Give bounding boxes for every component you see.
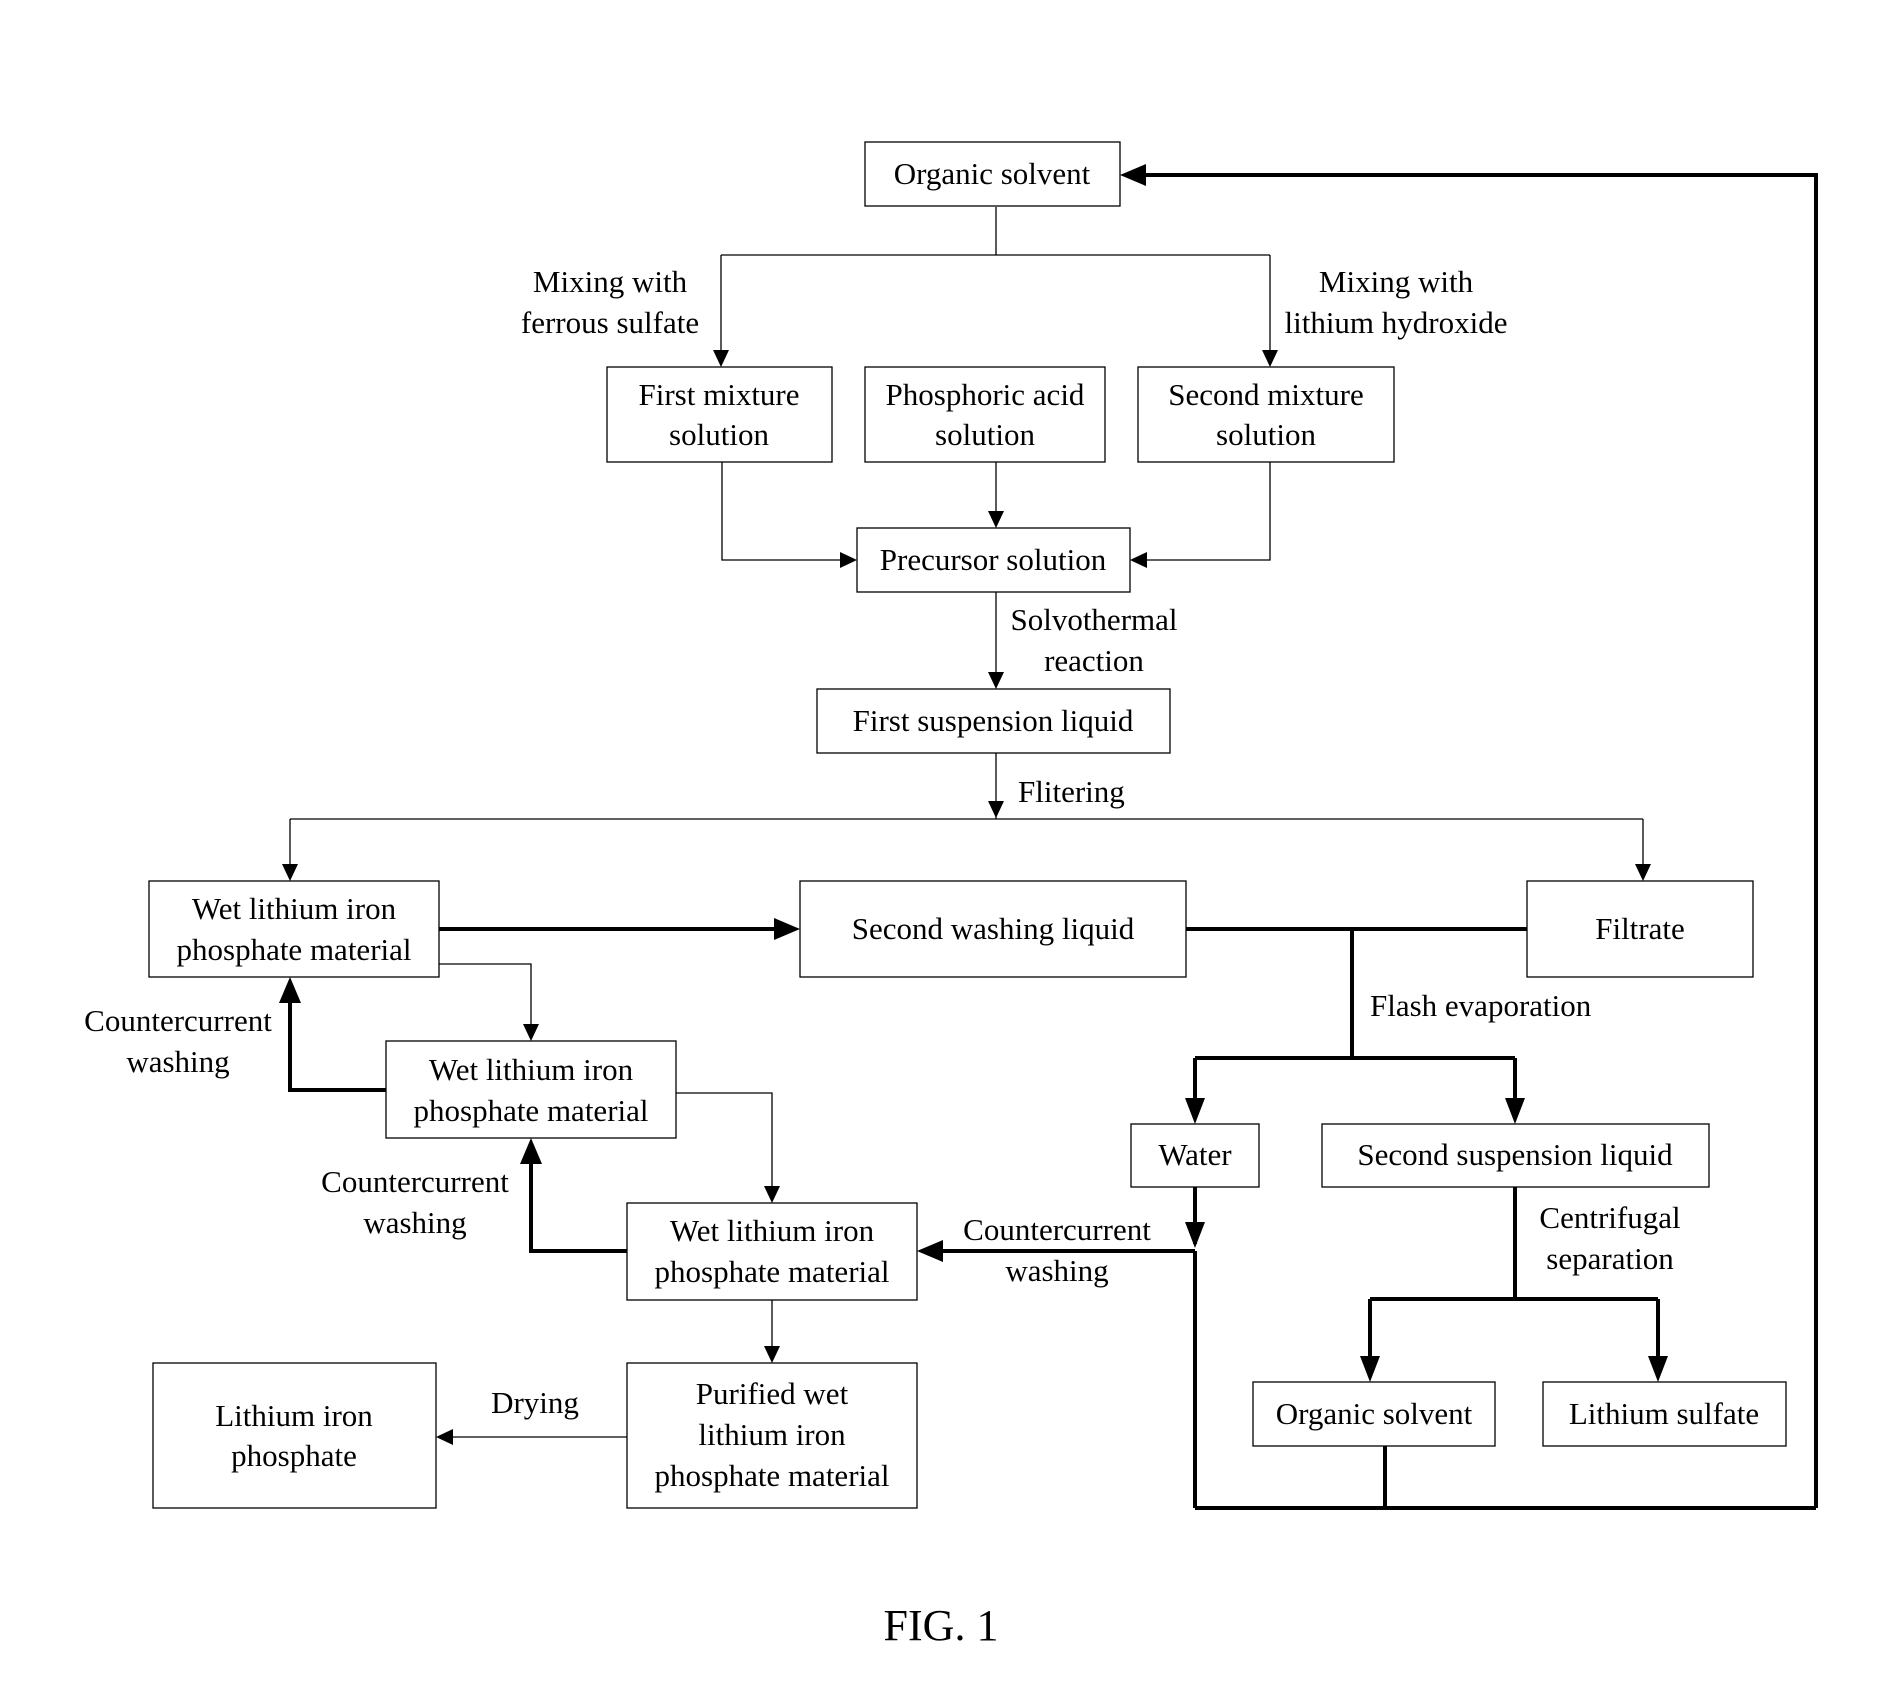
- svg-text:Filtrate: Filtrate: [1595, 911, 1685, 946]
- node-first-mixture-line-2: solution: [669, 417, 769, 452]
- node-wet-lfp-1: Wet lithium iron phosphate material: [149, 881, 439, 977]
- node-first-suspension-liquid: First suspension liquid: [817, 689, 1170, 753]
- label-mixing-ferrous: Mixing withferrous sulfate: [521, 264, 699, 340]
- svg-text:Second washing liquid: Second washing liquid: [852, 911, 1135, 946]
- arrowhead-lithium-sulfate: [1648, 1356, 1668, 1382]
- arrowhead-second-suspension: [1505, 1098, 1525, 1124]
- svg-text:Organic solvent: Organic solvent: [1276, 1396, 1473, 1431]
- node-organic-solvent-top-line-1: Organic solvent: [894, 156, 1091, 191]
- node-organic-solvent-bottom: Organic solvent: [1253, 1382, 1495, 1446]
- svg-text:Organic solvent: Organic solvent: [894, 156, 1091, 191]
- connector-wet-lfp-2-to-1: [290, 997, 386, 1090]
- arrowhead-water-junction: [1185, 1222, 1205, 1248]
- svg-text:Precursor solution: Precursor solution: [880, 542, 1107, 577]
- node-filtrate: Filtrate: [1527, 881, 1753, 977]
- arrowhead-wet-lfp-2: [523, 1024, 539, 1041]
- node-second-mixture-solution: Second mixture solution: [1138, 367, 1394, 462]
- node-phosphoric-acid-line-1: Phosphoric acid: [886, 377, 1085, 412]
- arrowhead-wet-lfp-2-up: [520, 1138, 542, 1164]
- connector-first-mixture-to-precursor: [722, 462, 845, 560]
- node-wet-lfp-2: Wet lithium iron phosphate material: [386, 1041, 676, 1138]
- node-second-washing-liquid: Second washing liquid: [800, 881, 1186, 977]
- node-precursor-line-1: Precursor solution: [880, 542, 1107, 577]
- arrowhead-organic-solvent-bottom: [1360, 1356, 1380, 1382]
- node-wet-lfp-2-line-2: phosphate material: [414, 1093, 649, 1128]
- node-wet-lfp-2-line-1: Wet lithium iron: [429, 1052, 634, 1087]
- arrowhead-first-mixture: [713, 350, 729, 367]
- node-filtrate-line-1: Filtrate: [1595, 911, 1685, 946]
- arrowhead-wet-lfp-1-up: [279, 977, 301, 1003]
- arrowhead-precursor-right: [1130, 552, 1147, 568]
- label-filtering: Flitering: [1018, 774, 1125, 809]
- figure-caption: FIG. 1: [884, 1601, 999, 1650]
- arrowhead-purified: [764, 1346, 780, 1363]
- node-second-washing-line-1: Second washing liquid: [852, 911, 1135, 946]
- node-purified-wet-lfp-line-2: lithium iron: [698, 1417, 846, 1452]
- label-countercurrent-1: Countercurrentwashing: [84, 1003, 272, 1079]
- node-first-mixture-line-1: First mixture: [638, 377, 799, 412]
- connector-wet-lfp-1-to-2: [439, 964, 531, 1029]
- arrowhead-second-mixture: [1262, 350, 1278, 367]
- svg-text:First suspension liquid: First suspension liquid: [853, 703, 1134, 738]
- svg-text:Lithium sulfate: Lithium sulfate: [1569, 1396, 1759, 1431]
- arrowhead-wet-lfp-1: [282, 864, 298, 881]
- node-lithium-sulfate: Lithium sulfate: [1543, 1382, 1786, 1446]
- connector-second-mixture-to-precursor: [1142, 462, 1270, 560]
- node-lithium-iron-phosphate-line-2: phosphate: [231, 1438, 357, 1473]
- svg-text:Water: Water: [1158, 1137, 1232, 1172]
- node-purified-wet-lfp-line-1: Purified wet: [696, 1376, 849, 1411]
- node-water-line-1: Water: [1158, 1137, 1232, 1172]
- arrowhead-water: [1185, 1098, 1205, 1124]
- node-organic-solvent-top: Organic solvent: [865, 142, 1120, 206]
- connector-wet-lfp-2-to-3: [676, 1093, 772, 1191]
- arrowhead-suspension: [988, 672, 1004, 689]
- svg-text:Second suspension liquid: Second suspension liquid: [1357, 1137, 1673, 1172]
- arrowhead-filtrate: [1635, 864, 1651, 881]
- node-water: Water: [1131, 1124, 1259, 1187]
- node-second-mixture-line-1: Second mixture: [1168, 377, 1363, 412]
- node-second-suspension-liquid: Second suspension liquid: [1322, 1124, 1709, 1187]
- arrowhead-organic-solvent-top: [1120, 164, 1146, 186]
- node-wet-lfp-1-line-1: Wet lithium iron: [192, 891, 397, 926]
- node-lithium-iron-phosphate: Lithium iron phosphate: [153, 1363, 436, 1508]
- node-phosphoric-acid-line-2: solution: [935, 417, 1035, 452]
- arrowhead-precursor-top: [988, 511, 1004, 528]
- node-first-mixture-solution: First mixture solution: [607, 367, 832, 462]
- node-wet-lfp-1-line-2: phosphate material: [177, 932, 412, 967]
- node-purified-wet-lfp: Purified wet lithium iron phosphate materi…: [627, 1363, 917, 1508]
- node-phosphoric-acid-solution: Phosphoric acid solution: [865, 367, 1105, 462]
- node-second-mixture-line-2: solution: [1216, 417, 1316, 452]
- node-wet-lfp-3: Wet lithium iron phosphate material: [627, 1203, 917, 1300]
- label-centrifugal: Centrifugalseparation: [1539, 1200, 1680, 1276]
- node-second-suspension-line-1: Second suspension liquid: [1357, 1137, 1673, 1172]
- label-drying: Drying: [491, 1385, 579, 1420]
- arrowhead-second-washing: [774, 918, 800, 940]
- arrowhead-wet-lfp-3-right: [917, 1240, 943, 1262]
- arrowhead-wet-lfp-3: [764, 1186, 780, 1203]
- arrowhead-precursor-left: [840, 552, 857, 568]
- thick-connectors: [279, 164, 1816, 1508]
- node-organic-solvent-bottom-line-1: Organic solvent: [1276, 1396, 1473, 1431]
- label-mixing-lithium: Mixing withlithium hydroxide: [1284, 264, 1507, 340]
- arrowhead-drying: [436, 1429, 453, 1445]
- node-wet-lfp-3-line-1: Wet lithium iron: [670, 1213, 875, 1248]
- node-wet-lfp-3-line-2: phosphate material: [655, 1254, 890, 1289]
- node-first-suspension-line-1: First suspension liquid: [853, 703, 1134, 738]
- label-countercurrent-2: Countercurrentwashing: [321, 1164, 509, 1240]
- connector-wet-lfp-3-to-2: [531, 1158, 627, 1251]
- node-purified-wet-lfp-line-3: phosphate material: [655, 1458, 890, 1493]
- node-lithium-iron-phosphate-line-1: Lithium iron: [215, 1398, 373, 1433]
- label-flash-evaporation: Flash evaporation: [1370, 988, 1592, 1023]
- arrowhead-filtering: [988, 801, 1004, 818]
- node-lithium-sulfate-line-1: Lithium sulfate: [1569, 1396, 1759, 1431]
- label-solvothermal: Solvothermalreaction: [1010, 602, 1177, 678]
- node-precursor-solution: Precursor solution: [857, 528, 1130, 592]
